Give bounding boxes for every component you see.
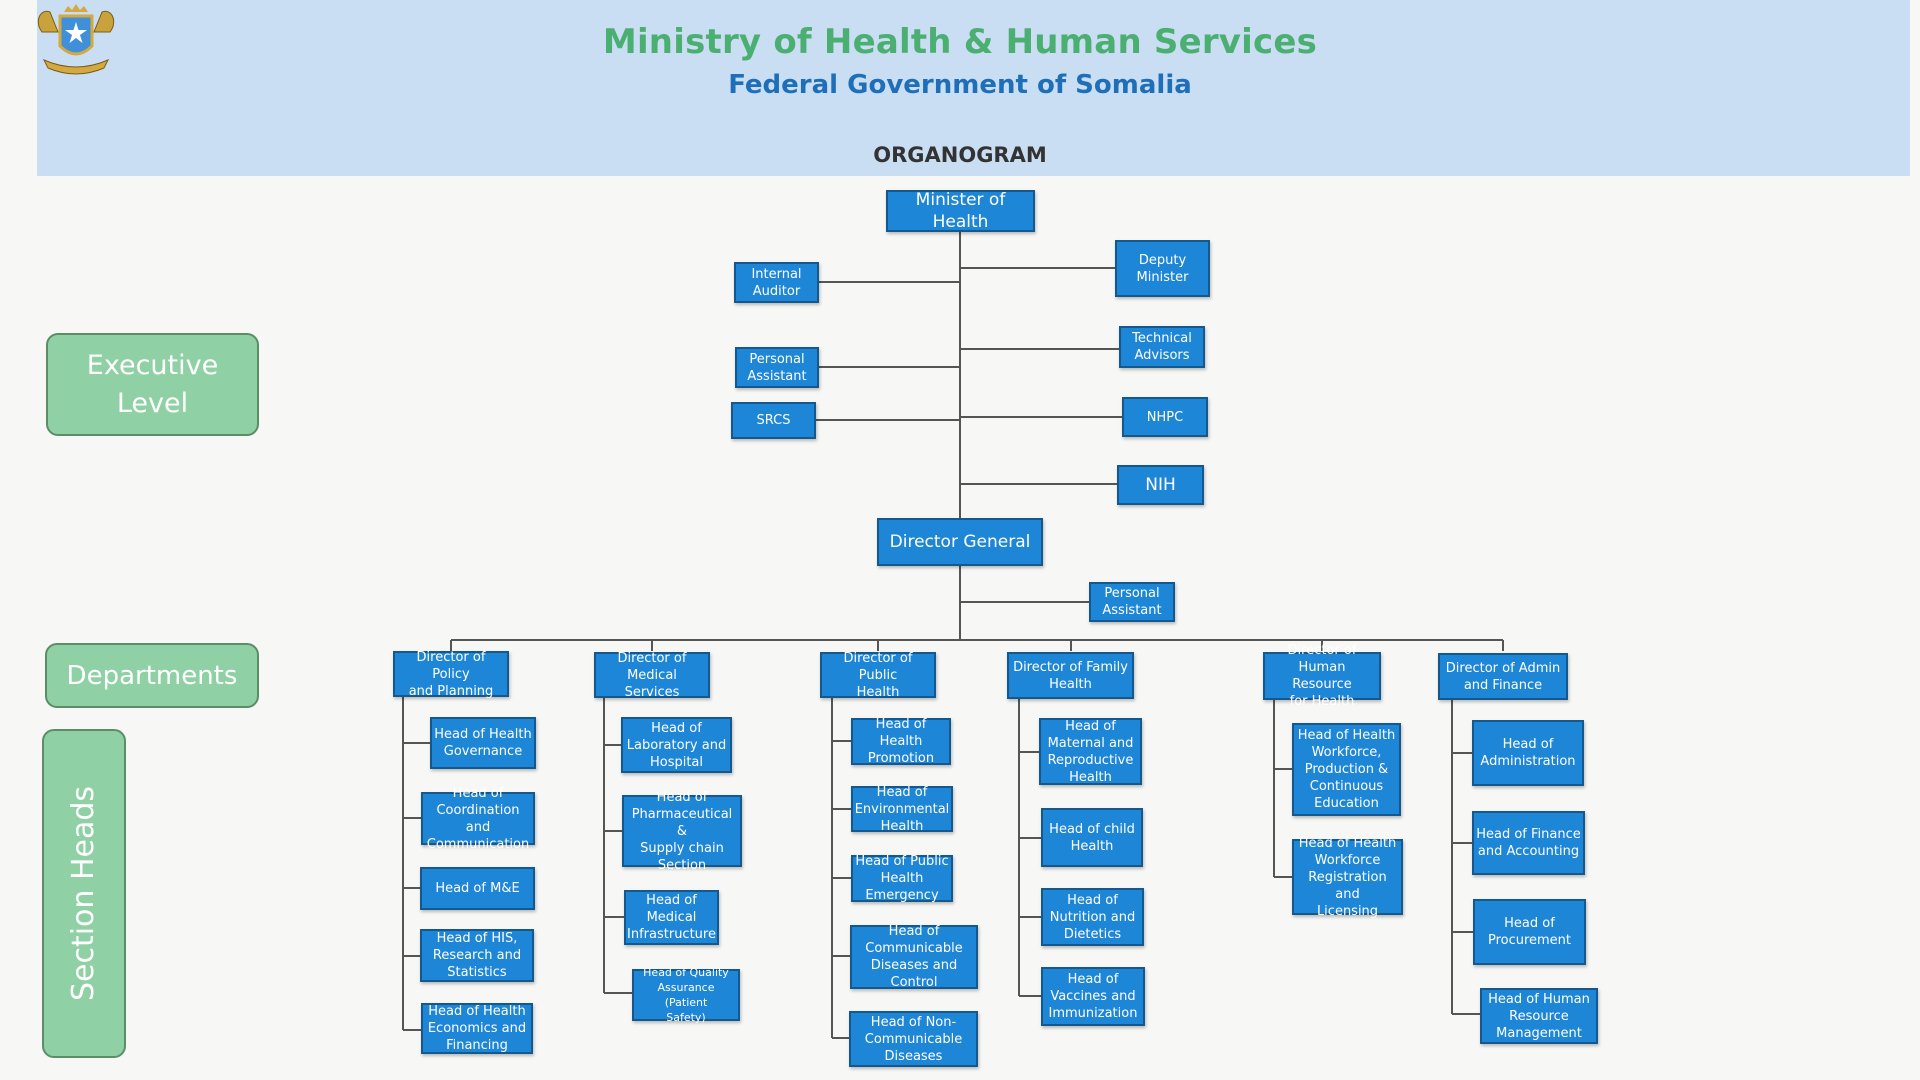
minister-of-health-box: Minister of Health	[886, 190, 1035, 232]
section-head-box: Head of Health Workforce Registration an…	[1292, 836, 1403, 919]
section-head-box: Head of Non- Communicable Diseases	[849, 1011, 978, 1067]
section-head-box: Head of Administration	[1472, 720, 1584, 786]
section-head-box: Head of Pharmaceutical & Supply chain Se…	[622, 790, 742, 873]
section-head-box: Head of Medical Infrastructure	[624, 890, 719, 945]
section-head-box: Head of Nutrition and Dietetics	[1041, 888, 1144, 946]
section-head-box: Head of Coordination and Communication	[421, 786, 535, 852]
director-human-resource-box: Director of Human Resource for Health	[1263, 643, 1381, 709]
nih-box: NIH	[1117, 465, 1204, 505]
header-band	[37, 0, 1910, 176]
section-head-box: Head of Vaccines and Immunization	[1041, 967, 1145, 1026]
section-head-box: Head of Human Resource Management	[1480, 988, 1598, 1044]
section-head-box: Head of Health Promotion	[851, 717, 951, 766]
section-head-box: Head of Procurement	[1473, 899, 1586, 965]
director-medical-services-box: Director of Medical Services	[594, 651, 710, 700]
section-head-box: Head of Finance and Accounting	[1472, 811, 1585, 875]
internal-auditor-box: Internal Auditor	[734, 262, 819, 303]
section-head-box: Head of Environmental Health	[851, 785, 953, 834]
section-head-box: Head of Quality Assurance (Patient Safet…	[632, 966, 740, 1024]
coat-of-arms-icon	[37, 4, 115, 75]
director-policy-planning-box: Director of Policy and Planning	[393, 650, 509, 699]
technical-advisors-box: Technical Advisors	[1119, 326, 1205, 368]
section-head-box: Head of Health Economics and Financing	[421, 1003, 533, 1054]
section-head-box: Head of Health Workforce, Production & C…	[1292, 723, 1401, 816]
section-heads-level-label: Section Heads	[42, 729, 126, 1058]
director-public-health-box: Director of Public Health	[820, 651, 936, 700]
section-head-box: Head of HIS, Research and Statistics	[420, 929, 534, 982]
executive-level-label: Executive Level	[46, 333, 259, 436]
ministry-title: Ministry of Health & Human Services	[602, 22, 1318, 62]
section-head-box: Head of Maternal and Reproductive Health	[1039, 718, 1142, 785]
dg-personal-assistant-box: Personal Assistant	[1089, 582, 1175, 622]
deputy-minister-box: Deputy Minister	[1115, 240, 1210, 297]
section-head-box: Head of M&E	[420, 867, 535, 910]
section-head-box: Head of Health Governance	[430, 717, 536, 769]
section-head-box: Head of Public Health Emergency	[851, 854, 953, 903]
government-subtitle: Federal Government of Somalia	[728, 70, 1192, 100]
personal-assistant-box: Personal Assistant	[735, 347, 819, 388]
srcs-box: SRCS	[731, 402, 816, 439]
section-head-box: Head of child Health	[1041, 808, 1143, 867]
organogram-title: ORGANOGRAM	[873, 143, 1047, 167]
director-family-health-box: Director of Family Health	[1007, 652, 1134, 699]
director-general-box: Director General	[877, 518, 1043, 566]
departments-level-label: Departments	[45, 643, 259, 708]
section-head-box: Head of Communicable Diseases and Contro…	[850, 924, 978, 990]
section-head-box: Head of Laboratory and Hospital	[621, 717, 732, 773]
director-admin-finance-box: Director of Admin and Finance	[1438, 653, 1568, 700]
nhpc-box: NHPC	[1122, 397, 1208, 437]
